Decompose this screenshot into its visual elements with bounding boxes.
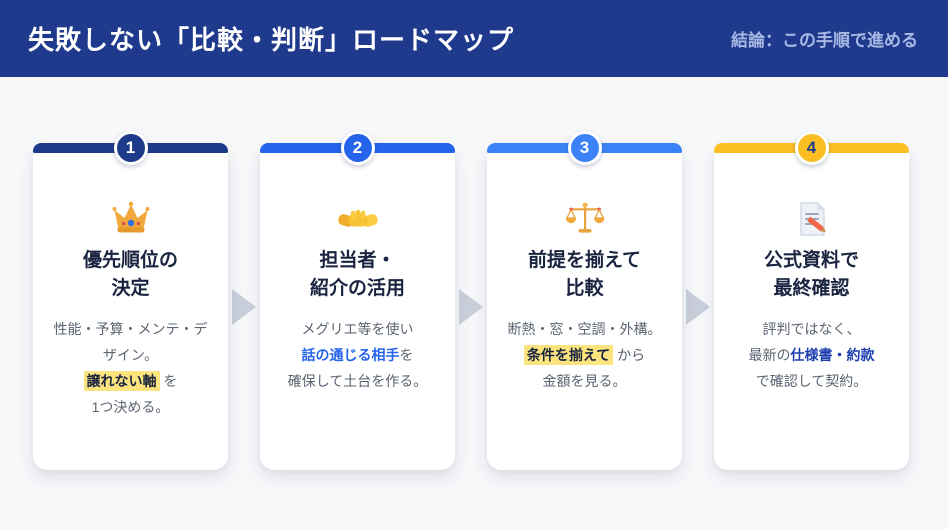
- memo-icon: [792, 199, 832, 239]
- description-text: 断熱・窓・空調・外構。: [507, 321, 662, 337]
- step-card-2: 2 担当者・紹介の活用メグリエ等を使い話の通じる相手を確保して土台を作る。: [260, 131, 455, 470]
- header-conclusion: 結論：この手順で進める: [731, 31, 918, 50]
- description-text: 性能・予算・メンテ・デザイン。: [53, 321, 208, 363]
- step-description: 評判ではなく、最新の仕様書・約款で確認して契約。: [730, 316, 894, 394]
- step-number-badge: 2: [340, 131, 375, 165]
- step-number-badge: 1: [113, 131, 148, 165]
- step-title: 前提を揃えて比較: [527, 250, 642, 299]
- step-card-4: 4 公式資料で最終確認評判ではなく、最新の仕様書・約款で確認して契約。: [714, 131, 909, 470]
- step-arrow-icon: [686, 288, 710, 325]
- step-number-badge: 3: [567, 131, 602, 165]
- description-text: を: [159, 373, 178, 389]
- description-text: 1つ決める。: [91, 399, 170, 415]
- step-description: 断熱・窓・空調・外構。条件を揃えて から金額を見る。: [503, 316, 667, 394]
- description-text: 金額を見る。: [542, 373, 627, 389]
- page-title: 失敗しない「比較・判断」ロードマップ: [28, 25, 515, 55]
- crown-icon: [111, 199, 151, 239]
- description-text: 確保して土台を作る。: [287, 373, 428, 389]
- step-number-badge: 4: [794, 131, 829, 165]
- scale-icon: [565, 199, 605, 239]
- description-text: から: [613, 347, 646, 363]
- highlighted-text: 譲れない軸: [83, 371, 160, 391]
- step-card-1: 1 優先順位の決定性能・予算・メンテ・デザイン。譲れない軸 を 1つ決める。: [33, 131, 228, 470]
- description-text: を: [399, 347, 414, 363]
- highlighted-text: 条件を揃えて: [523, 345, 614, 365]
- step-title: 優先順位の決定: [82, 250, 178, 299]
- step-arrow-icon: [459, 288, 483, 325]
- step-description: 性能・予算・メンテ・デザイン。譲れない軸 を 1つ決める。: [49, 316, 213, 420]
- description-text: メグリエ等を使い: [301, 321, 414, 337]
- steps-row: 1 優先順位の決定性能・予算・メンテ・デザイン。譲れない軸 を 1つ決める。 2 担当者…: [33, 131, 909, 470]
- step-arrow-icon: [232, 288, 256, 325]
- description-text: 話の通じる相手: [301, 347, 400, 363]
- header: 失敗しない「比較・判断」ロードマップ 結論：この手順で進める: [0, 0, 948, 77]
- step-title: 担当者・紹介の活用: [309, 250, 405, 299]
- description-text: 最新の: [748, 347, 791, 363]
- description-text: で確認して契約。: [755, 373, 868, 389]
- step-card-3: 3 前提を揃えて比較断熱・窓・空調・外構。条件を揃えて から金額を見る。: [487, 131, 682, 470]
- description-text: 仕様書・約款: [790, 347, 875, 363]
- roadmap: 1 優先順位の決定性能・予算・メンテ・デザイン。譲れない軸 を 1つ決める。 2 担当者…: [0, 131, 948, 470]
- step-title: 公式資料で最終確認: [763, 250, 859, 299]
- description-text: 評判ではなく、: [762, 321, 861, 337]
- handshake-icon: [337, 199, 378, 239]
- step-description: メグリエ等を使い話の通じる相手を確保して土台を作る。: [276, 316, 440, 394]
